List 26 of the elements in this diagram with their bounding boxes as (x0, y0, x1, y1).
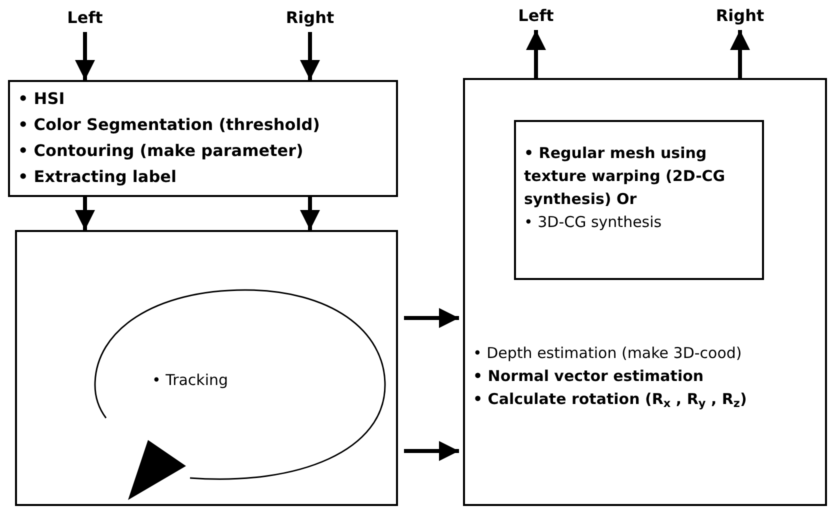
text-label: Right (286, 7, 334, 29)
bullet-item: • Tracking (152, 370, 228, 391)
bullet-item: • 3D-CG synthesis (524, 212, 663, 233)
text-label: Left (518, 5, 554, 27)
bullet-item: • Regular mesh using texture warping (2D-CG synthesis) Or (524, 143, 726, 210)
bullet-item: • Color Segmentation (threshold) (18, 114, 321, 136)
synthesis-box (514, 120, 764, 280)
bullet-item: • Normal vector estimation (473, 366, 705, 387)
bullet-item: • HSI (18, 88, 66, 110)
bullet-item: • Extracting label (18, 166, 178, 188)
process-box (15, 230, 398, 506)
arrow (300, 197, 320, 230)
output-panel (463, 78, 827, 506)
arrow (526, 30, 546, 78)
arrow (75, 32, 95, 80)
text-label: Left (67, 7, 103, 29)
arrow (404, 308, 459, 328)
arrow (75, 197, 95, 230)
bullet-item: • Contouring (make parameter) (18, 140, 304, 162)
bullet-item: • Depth estimation (make 3D-cood) (473, 343, 743, 364)
arrow (730, 30, 750, 78)
arrow (404, 441, 459, 461)
bullet-item: • Calculate rotation (R$_{x}$ , R$_{y}$ , R$_{z}$) (473, 389, 748, 411)
text-label: Right (716, 5, 764, 27)
arrow (300, 32, 320, 80)
process-box (8, 80, 398, 197)
